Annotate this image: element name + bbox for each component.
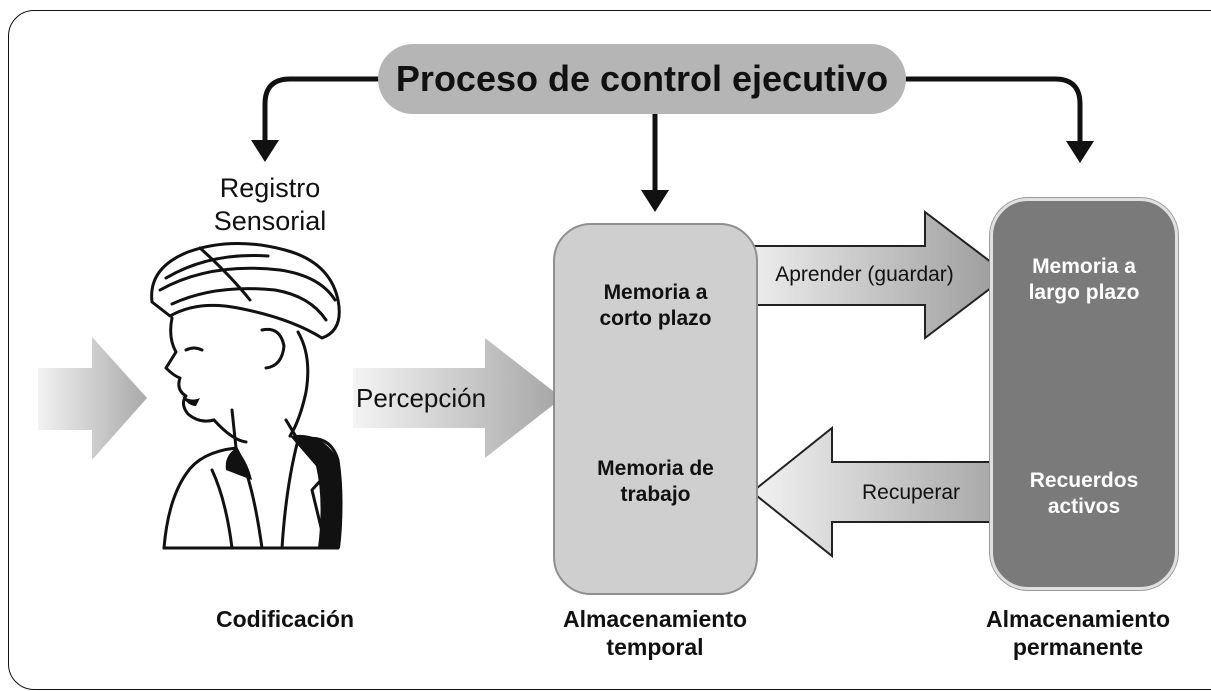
long-term-line2: largo plazo	[1028, 280, 1140, 304]
footer-temporary-line1: Almacenamiento	[562, 606, 748, 632]
footer-temporary-storage: Almacenamiento temporal	[510, 605, 800, 661]
executive-control-title: Proceso de control ejecutivo	[395, 58, 889, 99]
footer-temporary-line2: temporal	[606, 634, 704, 661]
long-term-memory-box	[990, 198, 1178, 590]
learn-arrow	[744, 209, 1010, 341]
arrowhead-center	[641, 190, 669, 212]
long-term-line1: Memoria a	[1032, 255, 1136, 278]
short-term-memory-box	[553, 223, 758, 595]
footer-encoding: Codificación	[215, 606, 354, 632]
short-term-line1: Memoria a	[603, 281, 708, 304]
person-illustration	[150, 241, 343, 550]
connector-right	[905, 76, 1083, 143]
retrieve-arrow	[750, 425, 997, 559]
perception-arrow	[353, 338, 562, 458]
working-memory-label: Memoria de trabajo	[553, 456, 758, 507]
connector-left	[262, 76, 380, 142]
footer-permanent-line1: Almacenamiento	[985, 606, 1171, 632]
arrowhead-left	[251, 140, 279, 162]
person-shading	[182, 396, 343, 548]
retrieve-arrow-label: Recuperar	[861, 481, 961, 504]
learn-arrow-label: Aprender (guardar)	[775, 263, 954, 286]
footer-permanent-line2: permanente	[1012, 634, 1144, 661]
arrowhead-right	[1066, 141, 1094, 163]
working-memory-line2: trabajo	[620, 482, 691, 506]
active-memories-label: Recuerdos activos	[990, 468, 1178, 519]
working-memory-line1: Memoria de	[597, 457, 714, 480]
sensory-register-label: Registro Sensorial	[180, 172, 360, 238]
active-memories-line2: activos	[1047, 494, 1121, 518]
active-memories-line1: Recuerdos	[1029, 469, 1139, 492]
footer-permanent-storage: Almacenamiento permanente	[945, 605, 1211, 661]
executive-control-pill: Proceso de control ejecutivo	[378, 44, 906, 114]
sensory-register-line2: Sensorial	[213, 205, 327, 236]
long-term-memory-label: Memoria a largo plazo	[990, 254, 1178, 305]
diagram-frame	[8, 10, 1211, 690]
short-term-line2: corto plazo	[599, 306, 712, 330]
perception-label: Percepción	[356, 383, 487, 413]
sensory-register-line1: Registro	[219, 173, 321, 203]
short-term-memory-label: Memoria a corto plazo	[553, 280, 758, 331]
input-arrow	[38, 337, 147, 460]
